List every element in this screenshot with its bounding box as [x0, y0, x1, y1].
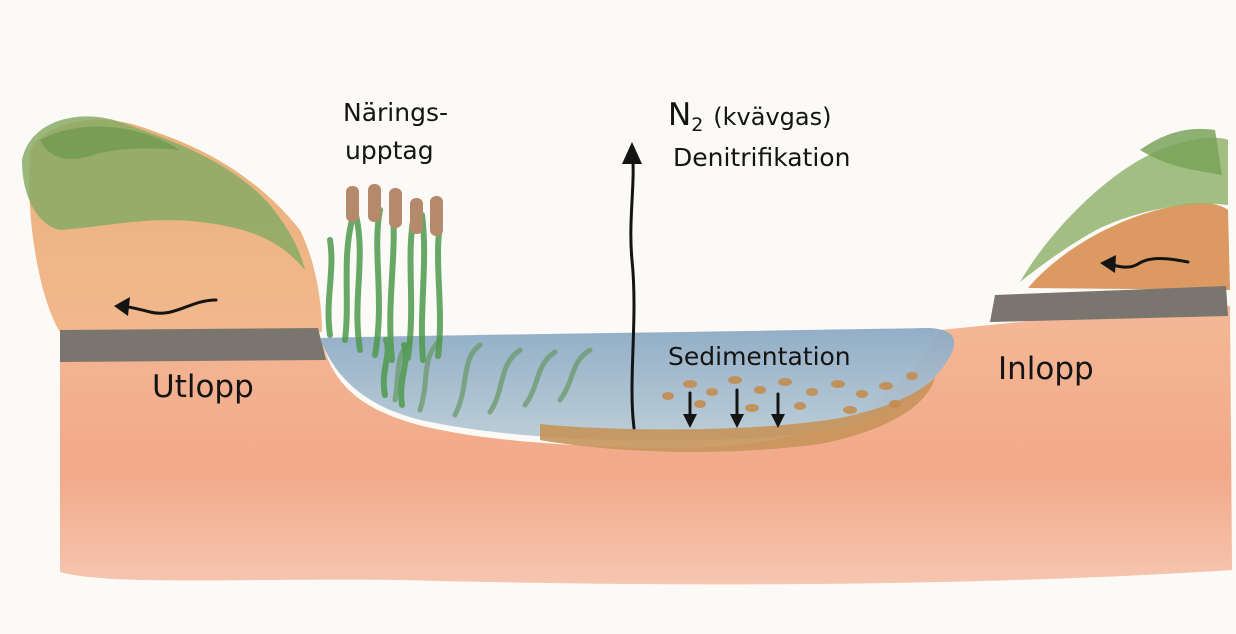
- n2-label: N2 (kvävgas): [668, 100, 831, 135]
- nutrient-uptake-label-line1: Närings-: [343, 100, 448, 125]
- n2-subscript: 2: [691, 114, 703, 136]
- n2-arrow-icon: [631, 150, 634, 428]
- inlet-label: Inlopp: [998, 354, 1094, 385]
- n2-paren: (kvävgas): [713, 103, 831, 131]
- sedimentation-label: Sedimentation: [668, 344, 851, 369]
- outlet-label: Utlopp: [152, 372, 254, 403]
- n2-symbol: N: [668, 97, 691, 133]
- denitrification-label: Denitrifikation: [673, 145, 850, 170]
- right-clay-layer: [990, 286, 1228, 322]
- left-clay-layer: [60, 328, 326, 362]
- nutrient-uptake-label-line2: upptag: [345, 138, 434, 163]
- n2-arrowhead: [622, 142, 642, 164]
